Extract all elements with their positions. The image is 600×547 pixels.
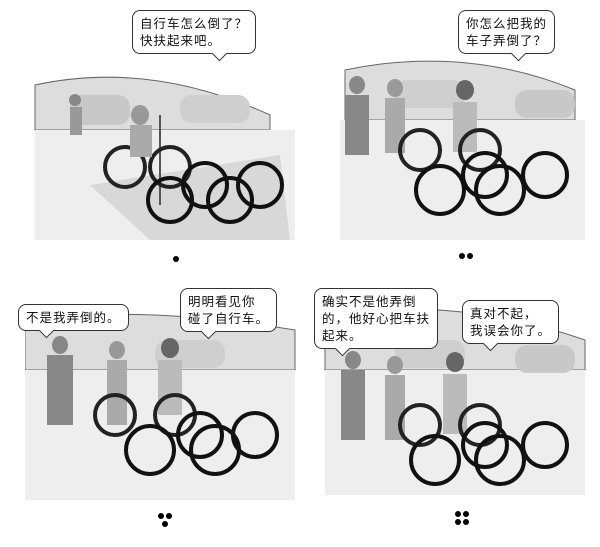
dot [166, 513, 172, 519]
scene-illustration-3 [25, 313, 296, 500]
speech-bubble: 不是我弄倒的。 [18, 304, 129, 331]
panel-number-dots [170, 255, 182, 263]
speech-bubble: 自行车怎么倒了？ 快扶起来吧。 [132, 10, 257, 54]
dot [463, 519, 469, 525]
comic-panel-2 [315, 50, 590, 245]
dot [158, 513, 164, 519]
dot [162, 521, 168, 527]
scene-illustration-1 [34, 76, 295, 240]
comic-panel-3 [25, 310, 300, 505]
dot [467, 253, 473, 259]
dot [459, 253, 465, 259]
scene-illustration-2 [340, 60, 585, 240]
dot [173, 256, 179, 262]
panel-number-dots [452, 510, 472, 526]
dot [455, 519, 461, 525]
speech-bubble: 真对不起， 我误会你了。 [462, 300, 560, 344]
speech-bubble: 你怎么把我的 车子弄倒了？ [458, 10, 556, 54]
dot [455, 511, 461, 517]
speech-bubble: 确实不是他弄倒 的，他好心把车扶 起来。 [314, 288, 439, 349]
panel-number-dots [456, 252, 476, 260]
comic-panel-1 [30, 55, 300, 245]
panel-number-dots [155, 512, 175, 528]
dot [463, 511, 469, 517]
speech-bubble: 明明看见你 碰了自行车。 [180, 288, 278, 332]
